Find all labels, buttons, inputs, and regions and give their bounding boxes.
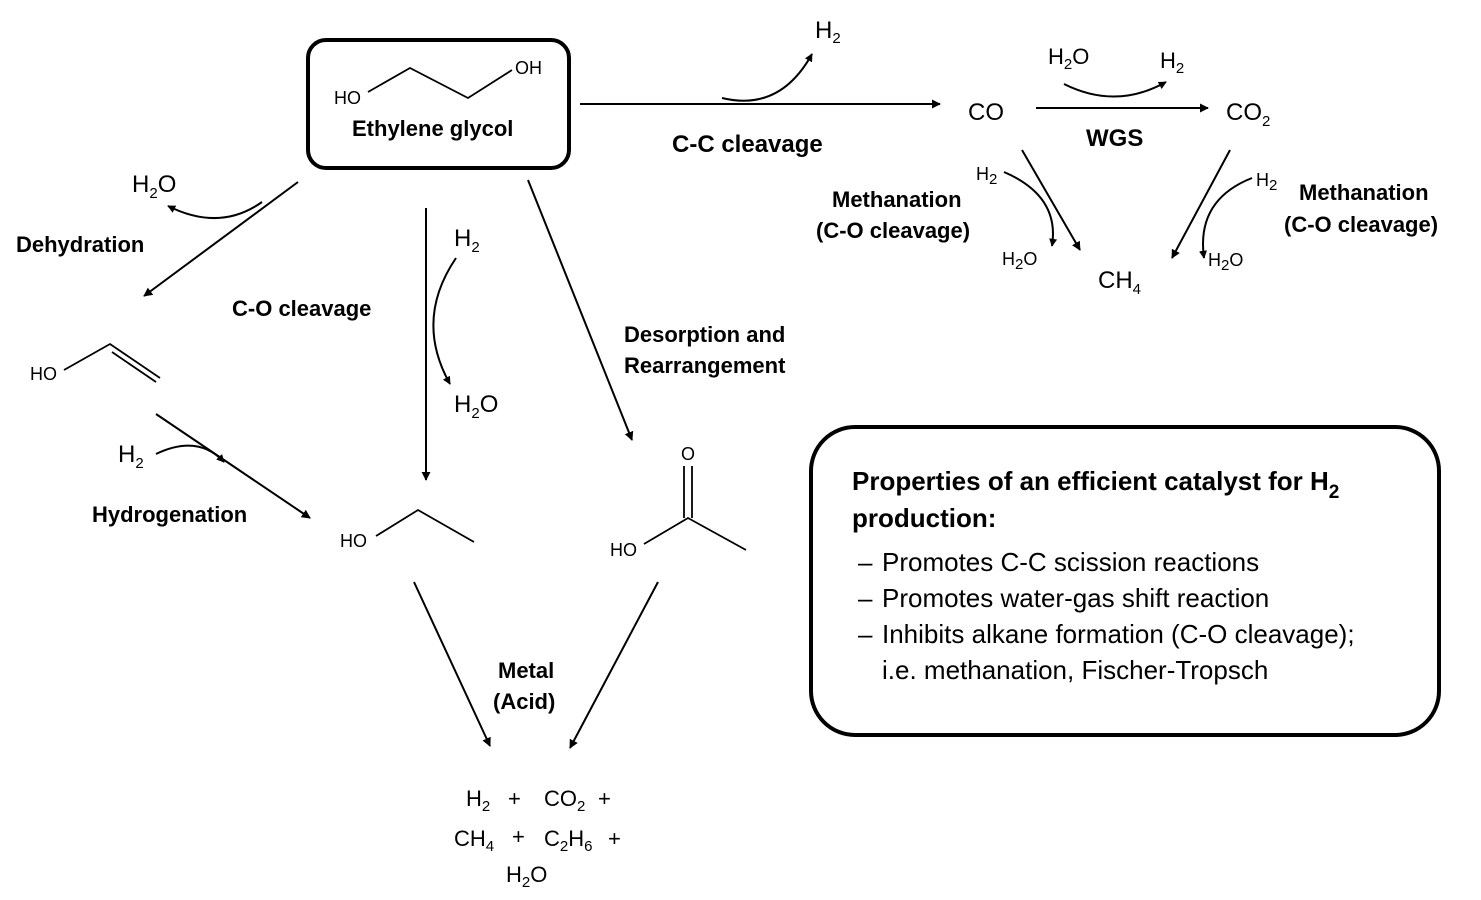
acetic-acid-ho: HO xyxy=(610,540,637,560)
reforming-label-line2: (Acid) xyxy=(493,689,555,714)
co2-species: CO2 xyxy=(1226,99,1270,130)
acid-reforming-arrow xyxy=(569,581,659,749)
properties-item-3: Inhibits alkane formation (C-O cleavage)… xyxy=(882,619,1355,649)
co-cleavage-pathway: H2 H2O C-O cleavage HO xyxy=(232,208,498,551)
ethylene-glycol-structure xyxy=(367,66,513,100)
products: H2 + CO2 + CH4 + C2H6 + H2O xyxy=(454,786,621,891)
ethylene-glycol-box: HO OH Ethylene glycol xyxy=(306,38,571,170)
properties-dash-1: – xyxy=(858,547,873,577)
properties-item-2: Promotes water-gas shift reaction xyxy=(882,583,1269,613)
properties-title: Properties of an efficient catalyst for … xyxy=(852,466,1339,503)
co-cleavage-h2o: H2O xyxy=(454,391,498,422)
co-cleavage-h2-h2o-arrow xyxy=(432,257,457,385)
product-h2o: H2O xyxy=(506,862,547,891)
product-plus-3: + xyxy=(512,824,525,849)
wgs-h2o: H2O xyxy=(1048,44,1089,73)
ethylene-glycol-oh: OH xyxy=(515,58,542,78)
product-co2: CO2 xyxy=(544,786,585,815)
h2-release-arrow xyxy=(721,53,813,102)
right-methanation-label: Methanation xyxy=(1299,180,1429,205)
ethanol-structure xyxy=(375,508,475,543)
left-methanation-h2: H2 xyxy=(976,164,997,188)
desorption-label-line2: Rearrangement xyxy=(624,353,786,378)
acetic-acid-structure xyxy=(643,516,747,551)
dehydration-h2o: H2O xyxy=(132,171,176,202)
h2-released: H2 xyxy=(815,17,841,47)
co-methanation-arrow xyxy=(1021,149,1081,251)
co-cleavage-h2: H2 xyxy=(454,225,480,256)
cc-cleavage-pathway: H2 C-C cleavage CO H2O H2 WGS CO2 H2 H2O… xyxy=(580,17,1438,298)
acetic-acid-o: O xyxy=(681,444,695,464)
right-methanation-h2: H2 xyxy=(1256,170,1277,194)
desorption-arrow xyxy=(527,179,634,441)
right-h2-h2o-arrow xyxy=(1199,177,1253,259)
ethanol-reforming-arrow xyxy=(413,581,491,747)
right-methanation-sub: (C-O cleavage) xyxy=(1284,212,1438,237)
dehydration-water-arrow xyxy=(167,201,263,220)
dehydration-label: Dehydration xyxy=(16,232,144,257)
hydrogenation-arrow xyxy=(155,413,311,519)
properties-dash-2: – xyxy=(858,583,873,613)
properties-box: Properties of an efficient catalyst for … xyxy=(809,425,1441,737)
left-methanation-sub: (C-O cleavage) xyxy=(816,218,970,243)
vinyl-alcohol-structure xyxy=(63,342,161,379)
hydrogenation-label: Hydrogenation xyxy=(92,502,247,527)
product-plus-1: + xyxy=(508,786,521,811)
vinyl-alcohol-ho: HO xyxy=(30,364,57,384)
properties-dash-3: – xyxy=(858,619,873,649)
ethylene-glycol-ho: HO xyxy=(334,88,361,108)
vinyl-alcohol-double-bond xyxy=(111,351,157,383)
dehydration-arrow xyxy=(143,181,299,297)
properties-frame xyxy=(809,425,1441,737)
cc-cleavage-label: C-C cleavage xyxy=(672,131,823,158)
right-methanation-h2o: H2O xyxy=(1208,250,1243,274)
reforming-label-line1: Metal xyxy=(498,658,554,683)
desorption-pathway: Desorption and Rearrangement O HO xyxy=(527,179,786,560)
co2-methanation-arrow xyxy=(1171,149,1231,259)
product-c2h6: C2H6 xyxy=(544,826,592,855)
ethylene-glycol-frame xyxy=(306,38,571,170)
ethylene-glycol-name: Ethylene glycol xyxy=(352,116,513,141)
co-species: CO xyxy=(968,99,1004,126)
left-h2-h2o-arrow xyxy=(1003,171,1058,247)
left-methanation-label: Methanation xyxy=(832,187,962,212)
hydrogenation-h2: H2 xyxy=(118,441,144,472)
properties-title-line2: production: xyxy=(852,503,996,533)
hydrogenation-h2-arrow xyxy=(155,444,225,463)
ethanol-ho: HO xyxy=(340,531,367,551)
product-plus-2: + xyxy=(598,786,611,811)
product-plus-4: + xyxy=(608,826,621,851)
wgs-water-arrow xyxy=(1063,81,1167,98)
properties-item-1: Promotes C-C scission reactions xyxy=(882,547,1259,577)
reforming-pathway: Metal (Acid) H2 + CO2 + CH4 + C2H6 + H2O xyxy=(413,581,659,891)
ch4-species: CH4 xyxy=(1098,267,1141,298)
product-ch4: CH4 xyxy=(454,826,494,855)
dehydration-pathway: H2O Dehydration HO H2 Hydrogenation xyxy=(16,171,311,527)
wgs-label: WGS xyxy=(1086,125,1143,152)
product-h2: H2 xyxy=(466,786,490,815)
wgs-h2: H2 xyxy=(1160,48,1184,77)
desorption-label-line1: Desorption and xyxy=(624,322,785,347)
left-methanation-h2o: H2O xyxy=(1002,249,1037,273)
properties-item-3-cont: i.e. methanation, Fischer-Tropsch xyxy=(882,655,1268,685)
co-cleavage-label: C-O cleavage xyxy=(232,296,371,321)
